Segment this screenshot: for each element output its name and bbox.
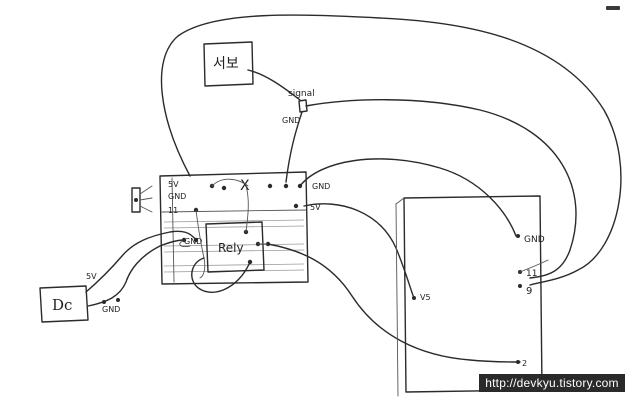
arduino-2-label: 2 [522, 359, 527, 368]
dc-gnd-label: GND [102, 305, 120, 314]
sensor-11-label: 11 [168, 206, 178, 215]
board-jumper-1 [211, 178, 249, 187]
arduino-gnd-label: GND [524, 235, 545, 245]
servo-gnd-wire [285, 111, 303, 183]
servo-box: 서보 [203, 41, 254, 87]
arduino-v5-label: V5 [420, 293, 431, 302]
top-loop-wire [160, 14, 622, 286]
servo-connector [298, 99, 308, 113]
signal-to-arduino-wire [305, 99, 577, 279]
servo-label: 서보 [213, 56, 239, 72]
arduino-11-label: 11 [526, 269, 537, 279]
arduino-board: GND 11 9 V5 2 [395, 195, 545, 397]
relay-to-arduino-2-wire [267, 243, 521, 363]
gnd-to-arduino-wire [299, 158, 517, 237]
dc-label: Dc [52, 296, 72, 314]
relay-return-wire [191, 257, 251, 293]
sensor-gnd-label: GND [168, 192, 186, 201]
board-gnd-label: GND [312, 182, 330, 191]
breadboard [159, 171, 309, 285]
board-jumper-2 [245, 185, 249, 233]
corner-ink-mark [606, 6, 620, 10]
board-5v-label: 5V [310, 203, 321, 212]
servo-lead-wire [247, 69, 301, 101]
servo-gnd-label: GND [282, 116, 300, 125]
sensor-5v-label: 5V [168, 180, 179, 189]
pin11-wire [519, 259, 549, 273]
signal-label: signal [288, 89, 315, 99]
watermark: http://devkyu.tistory.com [479, 374, 625, 392]
relay-gnd-label: GND [184, 237, 202, 246]
relay-label: Rely [218, 241, 244, 255]
5v-to-arduino-wire [303, 203, 415, 299]
cross-mark: X [240, 178, 250, 194]
dc-5v-label: 5V [86, 272, 97, 281]
sensor-connector: 5V GND 11 [131, 180, 186, 215]
board-jumper-5 [179, 239, 191, 247]
arduino-9-label: 9 [526, 286, 532, 297]
dc-gnd-wire [87, 239, 185, 307]
dc-power-box: Dc 5V GND [39, 272, 120, 323]
relay-module: Rely GND [184, 221, 265, 273]
dc-5v-wire [85, 230, 197, 293]
